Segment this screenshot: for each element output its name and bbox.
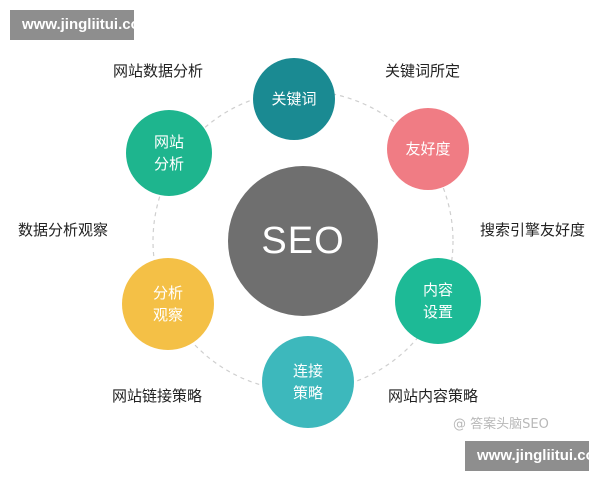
node-friendliness-label: 友好度 xyxy=(405,140,451,158)
watermark-bottom: www.jingliitui.com xyxy=(465,441,600,471)
node-site-analysis-label: 网站 分析 xyxy=(153,133,184,173)
label-search-engine-friendliness: 搜索引擎友好度 xyxy=(480,221,586,239)
label-keyword-selection: 关键词所定 xyxy=(385,62,461,80)
watermark-top: www.jingliitui.com xyxy=(10,10,153,40)
source-credit: @ 答案头脑SEO xyxy=(453,417,549,432)
center-label: SEO xyxy=(261,220,345,262)
label-site-content-strategy: 网站内容策略 xyxy=(388,387,479,405)
label-data-analysis-observation: 数据分析观察 xyxy=(18,221,109,239)
label-site-link-strategy: 网站链接策略 xyxy=(112,387,203,405)
node-link-strategy: 连接 策略 xyxy=(262,336,354,428)
node-analysis-observation: 分析 观察 xyxy=(122,258,214,350)
label-site-data-analysis: 网站数据分析 xyxy=(113,62,204,80)
node-site-analysis: 网站 分析 xyxy=(126,110,212,196)
node-analysis-observation-label: 分析 观察 xyxy=(152,284,183,324)
center-seo-circle: SEO xyxy=(228,166,378,316)
node-friendliness: 友好度 xyxy=(387,108,469,190)
node-content-settings: 内容 设置 xyxy=(395,258,481,344)
node-link-strategy-label: 连接 策略 xyxy=(292,362,323,402)
node-keywords-label: 关键词 xyxy=(271,90,317,108)
node-content-settings-label: 内容 设置 xyxy=(422,281,453,321)
node-keywords: 关键词 xyxy=(253,58,335,140)
